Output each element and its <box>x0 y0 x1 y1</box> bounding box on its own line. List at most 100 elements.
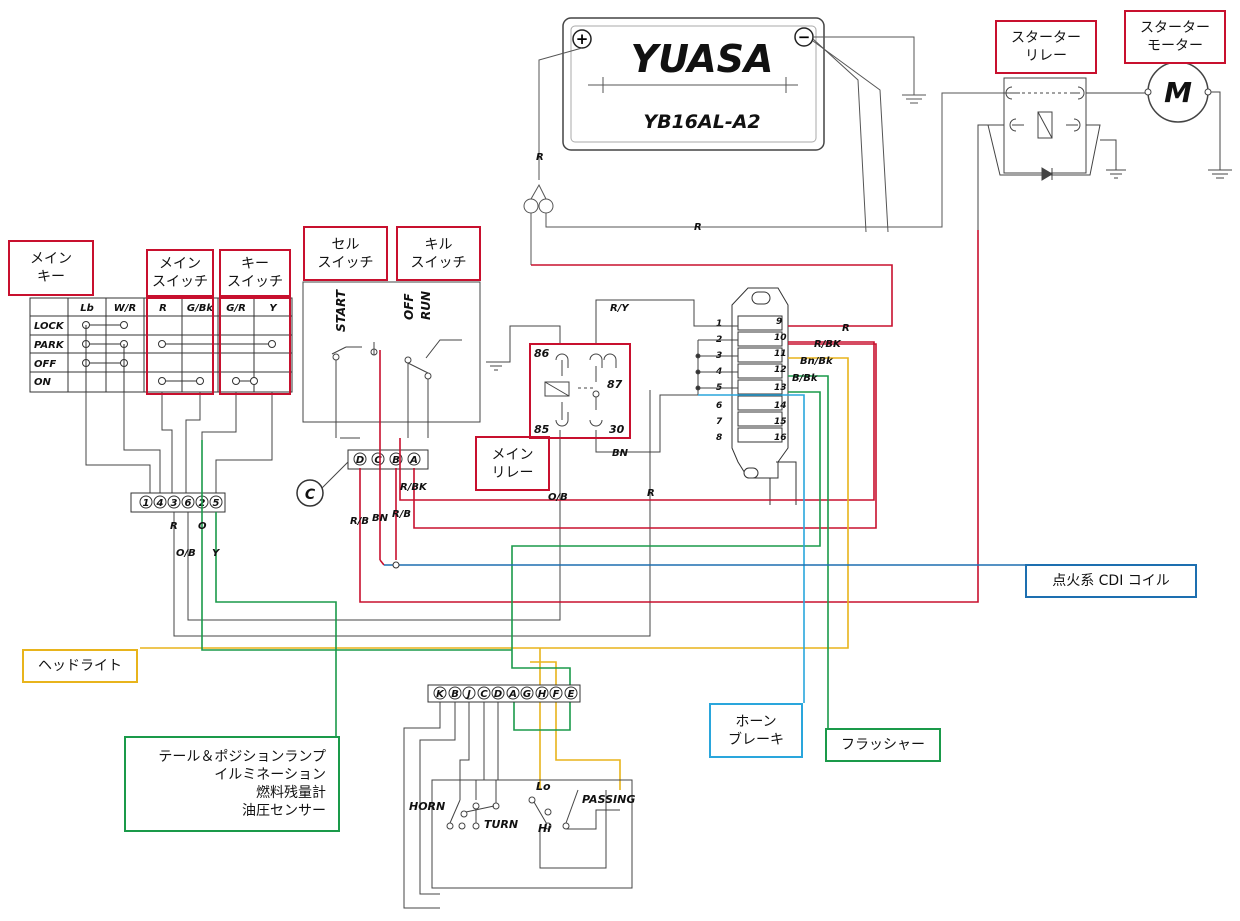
highlight-main-switch <box>146 297 214 395</box>
callout-ignition-cdi: 点火系 CDI コイル <box>1025 564 1197 598</box>
hc-pin: E <box>568 689 575 700</box>
callout-main-switch: メイン スイッチ <box>146 249 214 297</box>
wire-ob-2: O/B <box>176 548 196 559</box>
cyan-wires <box>698 394 805 703</box>
row-off: OFF <box>34 359 56 370</box>
wire-rbk-2: R/BK <box>400 482 428 493</box>
main-connector: 1 4 3 6 2 5 <box>130 492 226 513</box>
hc-pin: A <box>508 689 517 700</box>
fuse-right-num: 16 <box>774 433 787 443</box>
wire-ry: R/Y <box>610 303 630 314</box>
motor-label: M <box>1164 76 1192 109</box>
wire-rbk: R/BK <box>814 339 842 350</box>
hc-pin: D <box>494 689 502 700</box>
relay-pin-86: 86 <box>534 347 550 360</box>
fuse-right-num: 15 <box>774 417 787 427</box>
passing-label: PASSING <box>582 793 635 806</box>
hc-pin: G <box>523 689 531 700</box>
red-wires <box>359 230 979 603</box>
wire-rb-2: R/B <box>392 509 411 520</box>
callout-flasher: フラッシャー <box>825 728 941 762</box>
col-lb: Lb <box>80 303 94 314</box>
hc-pin: H <box>538 689 547 700</box>
col-gbk: G/Bk <box>187 303 214 314</box>
fuse-right-num: 13 <box>774 383 787 393</box>
hc-pin: C <box>480 689 488 700</box>
hc-pin: F <box>553 689 560 700</box>
fuse-left-num: 1 <box>716 319 722 329</box>
callout-horn-brake: ホーン ブレーキ <box>709 703 803 758</box>
col-wr: W/R <box>114 303 136 314</box>
battery-model: YB16AL-A2 <box>643 111 760 133</box>
callout-headlight: ヘッドライト <box>22 649 138 683</box>
wire-r-right: R <box>647 488 655 499</box>
row-on: ON <box>34 377 52 388</box>
relay-pin-85: 85 <box>534 423 550 436</box>
hi-label: Hi <box>538 822 551 835</box>
dcba-pin: D <box>356 455 364 466</box>
conn-pin: 3 <box>171 498 178 509</box>
battery: + − YUASA YB16AL-A2 <box>562 17 825 151</box>
dcba-pin: B <box>392 455 400 466</box>
callout-tail-position: テール＆ポジションランプ イルミネーション 燃料残量計 油圧センサー <box>124 736 340 832</box>
fuse-right-num: 11 <box>774 349 787 359</box>
key-table-text: Lb W/R R G/Bk G/R Y LOCK PARK OFF ON <box>34 303 278 388</box>
fuse-right-num: 12 <box>774 365 787 375</box>
conn-pin: 4 <box>156 498 164 509</box>
c-terminal-label: C <box>305 487 316 503</box>
callout-cell-switch: セル スイッチ <box>303 226 388 281</box>
run-label: RUN <box>419 291 433 320</box>
fuse-left-num: 6 <box>716 401 722 411</box>
wire-ob: O/B <box>548 492 568 503</box>
fuse-right-num: 14 <box>774 401 787 411</box>
fuse-left-num: 8 <box>716 433 722 443</box>
callout-main-key: メイン キー <box>8 240 94 296</box>
row-lock: LOCK <box>34 321 65 332</box>
key-switch-table <box>29 297 293 393</box>
wire-r-fuse: R <box>842 323 850 334</box>
col-gr: G/R <box>226 303 246 314</box>
wire-r-mid: R <box>694 222 702 233</box>
callout-main-relay: メイン リレー <box>475 436 550 491</box>
start-label: START <box>334 289 348 332</box>
relay-pin-87: 87 <box>607 378 623 391</box>
wire-bnbk: Bn/Bk <box>800 356 834 367</box>
col-r: R <box>159 303 167 314</box>
hc-pin: J <box>465 689 471 700</box>
conn-pin: 5 <box>213 498 220 509</box>
hc-pin: B <box>451 689 459 700</box>
row-park: PARK <box>34 340 65 351</box>
wire-o: O <box>198 521 207 532</box>
relay-pin-30: 30 <box>609 423 625 436</box>
green-wires <box>201 375 829 742</box>
horn-label: HORN <box>409 800 445 813</box>
wire-r-battery: R <box>536 152 544 163</box>
wire-rb-1: R/B <box>350 516 369 527</box>
off-label: OFF <box>402 293 416 320</box>
callout-starter-motor: スターター モーター <box>1124 10 1226 64</box>
handle-connector: K B J C D A G H F E <box>427 684 581 703</box>
battery-minus-label: − <box>798 28 811 46</box>
dcba-pin: A <box>409 455 418 466</box>
wire-r-left: R <box>170 521 178 532</box>
starter-motor-symbol: M <box>1144 61 1232 179</box>
wire-bn: BN <box>612 448 629 459</box>
main-relay-symbol <box>486 299 698 453</box>
fuse-right-num: 10 <box>774 333 787 343</box>
conn-pin: 1 <box>143 498 150 509</box>
col-y: Y <box>269 303 278 314</box>
dcba-pin: C <box>374 455 382 466</box>
wire-y: Y <box>212 548 221 559</box>
fuse-left-num: 7 <box>716 417 723 427</box>
dcba-connector: D C B A <box>347 449 429 470</box>
callout-kill-switch: キル スイッチ <box>396 226 481 281</box>
battery-plus-label: + <box>576 30 589 48</box>
wire-bbk: B/Bk <box>792 373 819 384</box>
wire-bn-2: BN <box>372 513 389 524</box>
handle-switch-left <box>403 702 633 909</box>
starter-relay-symbol <box>977 77 1148 230</box>
callout-starter-relay: スターター リレー <box>995 20 1097 74</box>
callout-key-switch: キー スイッチ <box>219 249 291 297</box>
